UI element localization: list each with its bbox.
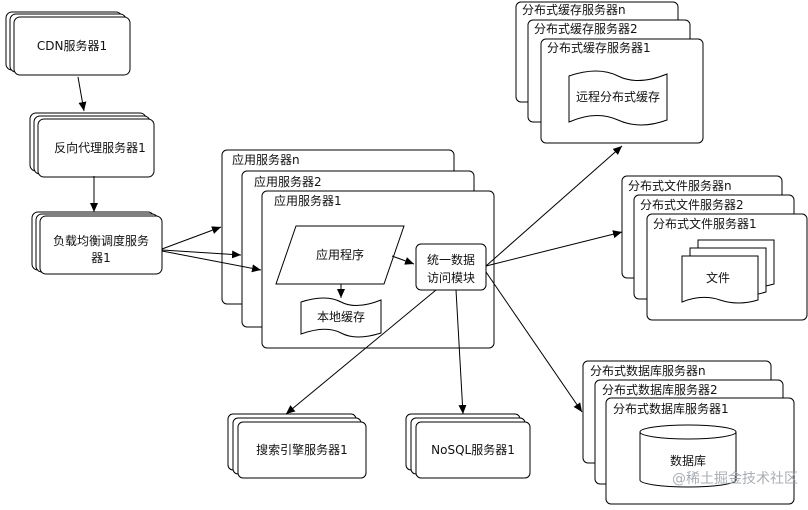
- arrow-cdn-to-proxy: [77, 76, 87, 112]
- cdn-server-stack: [5, 11, 131, 76]
- arrow-access-to-nosql: [455, 289, 467, 415]
- arrow-lb-to-app-1: [161, 250, 262, 273]
- load-balancer-label-line2: 器1: [91, 251, 111, 265]
- app-server-title-n: 应用服务器n: [232, 152, 300, 167]
- arrow-access-to-search: [285, 289, 437, 415]
- cdn-server-label: CDN服务器1: [37, 38, 107, 53]
- connector-arrows: [77, 76, 623, 415]
- arrow-access-to-db: [485, 271, 583, 413]
- file-server-title-n: 分布式文件服务器n: [628, 178, 732, 193]
- local-cache-shape: [300, 297, 382, 338]
- app-program-shape: [275, 225, 405, 285]
- remote-cache-shape: [568, 70, 668, 126]
- load-balancer-stack: [31, 211, 163, 275]
- reverse-proxy-stack: [29, 112, 155, 178]
- load-balancer-label-line1: 负载均衡调度服务: [53, 233, 149, 248]
- app-server-title-1: 应用服务器1: [274, 193, 342, 208]
- data-access-label-line2: 访问模块: [427, 271, 475, 285]
- watermark: @稀土掘金技术社区: [672, 471, 798, 487]
- db-server-title-2: 分布式数据库服务器2: [602, 382, 718, 397]
- db-server-title-1: 分布式数据库服务器1: [613, 401, 729, 416]
- nosql-label: NoSQL服务器1: [431, 442, 515, 457]
- local-cache-label: 本地缓存: [317, 310, 365, 324]
- data-access-module: [415, 243, 487, 291]
- cache-server-title-1: 分布式缓存服务器1: [547, 40, 651, 55]
- arrow-access-to-file: [485, 230, 623, 267]
- nosql-stack: [405, 413, 531, 479]
- file-server-title-2: 分布式文件服务器2: [640, 197, 744, 212]
- file-label: 文件: [706, 270, 730, 285]
- cache-server-title-n: 分布式缓存服务器n: [522, 2, 626, 17]
- arrow-lb-to-app-2: [161, 249, 242, 259]
- database-label: 数据库: [670, 453, 706, 468]
- cache-server-title-2: 分布式缓存服务器2: [534, 21, 638, 36]
- search-engine-label: 搜索引擎服务器1: [256, 442, 348, 457]
- file-server-title-1: 分布式文件服务器1: [653, 216, 757, 231]
- arrow-program-to-access: [391, 255, 415, 265]
- search-engine-stack: [227, 413, 367, 479]
- app-server-title-2: 应用服务器2: [254, 174, 322, 189]
- data-access-label-line1: 统一数据: [427, 252, 475, 267]
- arrow-lb-to-app-n: [161, 226, 222, 250]
- remote-cache-label: 远程分布式缓存: [576, 89, 660, 104]
- db-server-title-n: 分布式数据库服务器n: [590, 363, 706, 378]
- file-document-stack: [681, 239, 775, 304]
- arrow-access-to-cache: [485, 145, 623, 267]
- app-program-label: 应用程序: [316, 247, 364, 262]
- reverse-proxy-label: 反向代理服务器1: [54, 140, 146, 155]
- database-cylinder: [639, 424, 737, 488]
